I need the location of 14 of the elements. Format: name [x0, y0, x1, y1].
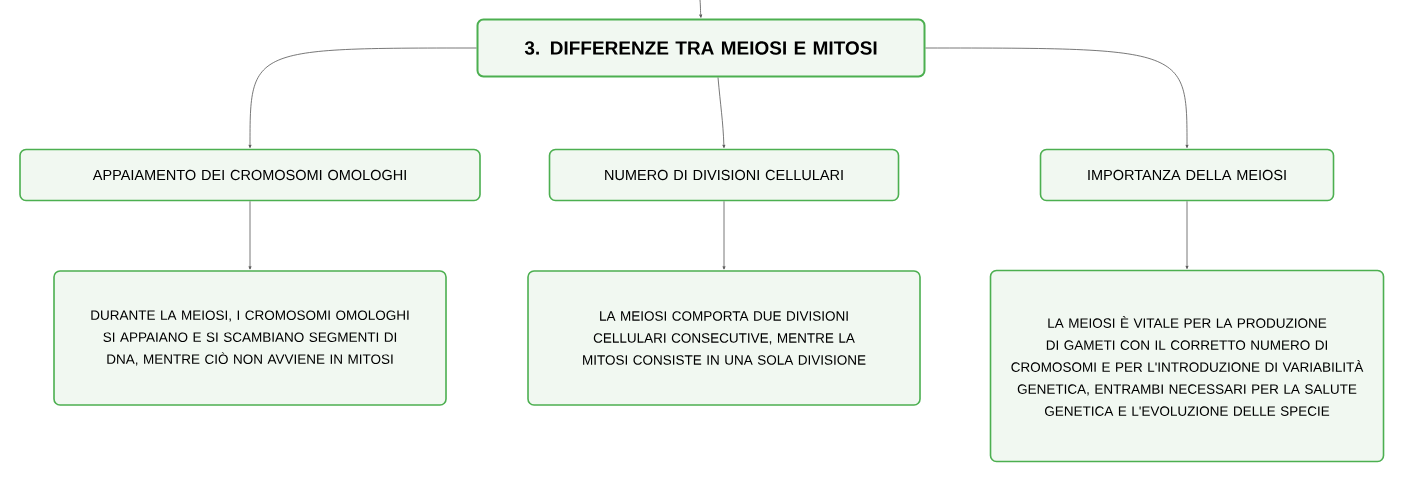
arrow	[248, 200, 252, 270]
arrow	[925, 47, 1189, 149]
arrow	[699, 0, 703, 18]
topic-box: APPAIAMENTO DEI CROMOSOMI OMOLOGHI	[19, 148, 481, 202]
arrow	[722, 200, 726, 270]
arrow	[717, 77, 726, 149]
description-box: LA MEIOSI È VITALE PER LA PRODUZIONE DI GAMETI CON IL CORRETTO NUMERO DI CROMOSOMI E PER L'INTRODUZIONE DI VARIABILITÀ GENETICA, ENTRAMBI NECESSARI PER LA SALUTE GENETICA E L'EVOLUZIONE DELLE SPECIE	[989, 269, 1385, 463]
arrow	[248, 47, 477, 149]
description-box: DURANTE LA MEIOSI, I CROMOSOMI OMOLOGHI SI APPAIANO E SI SCAMBIANO SEGMENTI DI DNA, MENTRE CIÒ NON AVVIENE IN MITOSI	[53, 270, 447, 406]
title-box: 3. DIFFERENZE TRA MEIOSI E MITOSI	[476, 18, 926, 78]
description-box: LA MEIOSI COMPORTA DUE DIVISIONI CELLULARI CONSECUTIVE, MENTRE LA MITOSI CONSISTE IN UNA SOLA DIVISIONE	[527, 270, 921, 406]
topic-box: NUMERO DI DIVISIONI CELLULARI	[548, 148, 900, 202]
topic-box: IMPORTANZA DELLA MEIOSI	[1039, 148, 1335, 202]
arrow	[1185, 200, 1189, 270]
